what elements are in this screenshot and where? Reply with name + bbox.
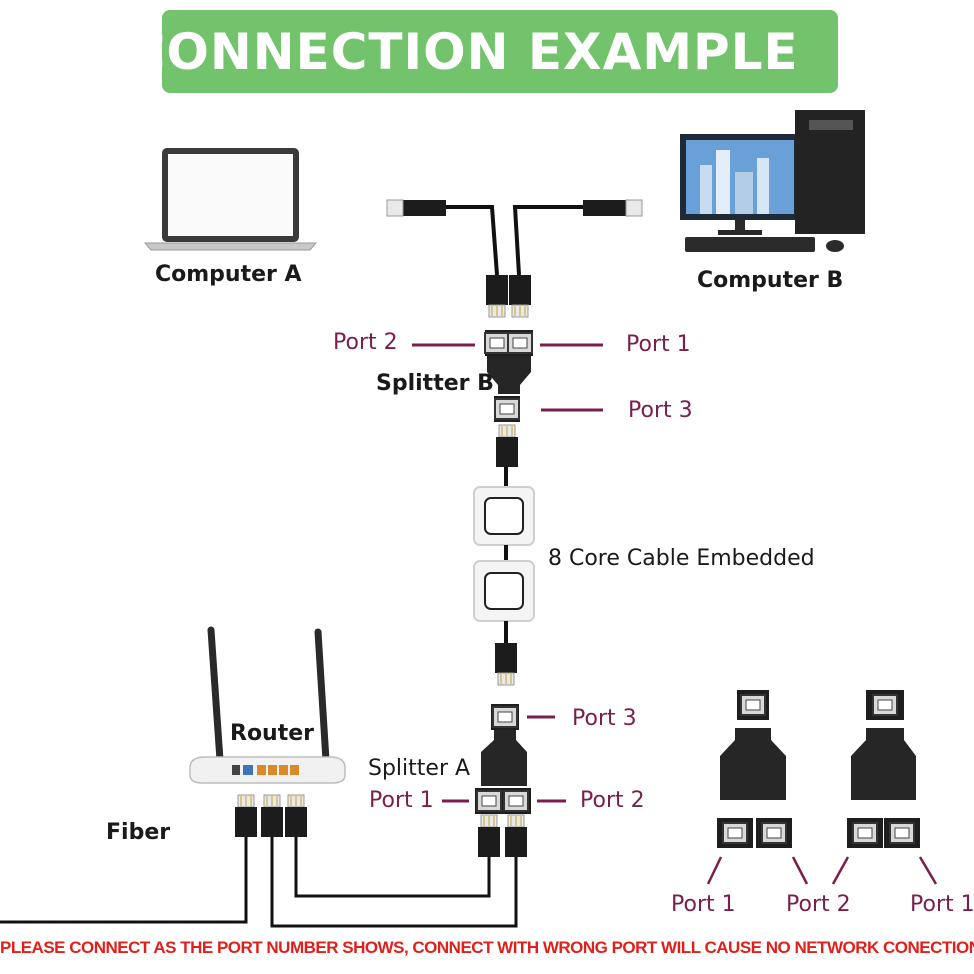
splitter-a-port-3-label: Port 3 — [572, 706, 637, 731]
warning-text: PLEASE CONNECT AS THE PORT NUMBER SHOWS,… — [0, 938, 974, 957]
splitter-b-plug-left — [485, 274, 509, 318]
wall-socket-bottom — [473, 560, 535, 622]
middle-plug-top — [495, 424, 519, 468]
splitter-a-plug-left — [477, 814, 501, 858]
title-banner: CONNECTION EXAMPLE 1 — [129, 10, 870, 93]
desktop-computer-icon — [680, 110, 865, 252]
router-plug-3 — [284, 794, 308, 838]
splitter-a-plug-right — [504, 814, 528, 858]
splitter-b-port-3-label: Port 3 — [628, 398, 693, 423]
splitter-a-port-1-label: Port 1 — [369, 788, 434, 813]
computer-a-plug — [386, 199, 446, 217]
splitter-b-plug-right — [508, 274, 532, 318]
legend-port-1-right-label: Port 1 — [910, 892, 974, 917]
legend-port-1-left-label: Port 1 — [671, 892, 736, 917]
router-plug-2 — [260, 794, 284, 838]
splitter-a-label: Splitter A — [368, 756, 470, 781]
router-icon — [189, 626, 346, 784]
upper-cables — [446, 205, 583, 276]
computer-b-label: Computer B — [697, 268, 843, 293]
computer-b-plug — [583, 199, 643, 217]
cable-embedded-label: 8 Core Cable Embedded — [548, 546, 815, 571]
splitter-a-port-2-label: Port 2 — [580, 788, 645, 813]
lower-cables — [0, 837, 518, 928]
computer-a-label: Computer A — [155, 262, 302, 287]
fiber-label: Fiber — [106, 820, 170, 845]
router-label: Router — [230, 721, 314, 746]
splitter-a — [475, 704, 531, 814]
splitter-b-port-2-label: Port 2 — [333, 330, 398, 355]
wall-socket-top — [473, 486, 535, 546]
legend-port-2-label: Port 2 — [786, 892, 851, 917]
splitter-b-label: Splitter B — [376, 371, 494, 396]
router-plug-fiber — [234, 794, 258, 838]
laptop-icon — [143, 148, 318, 251]
splitter-b-port-1-label: Port 1 — [626, 332, 691, 357]
middle-plug-bottom — [494, 642, 518, 686]
legend-pointer-lines — [706, 856, 938, 885]
legend-splitter-right — [847, 690, 920, 848]
legend-splitter-left — [717, 690, 792, 848]
page-title: CONNECTION EXAMPLE 1 — [128, 22, 872, 81]
splitter-b — [484, 330, 533, 422]
